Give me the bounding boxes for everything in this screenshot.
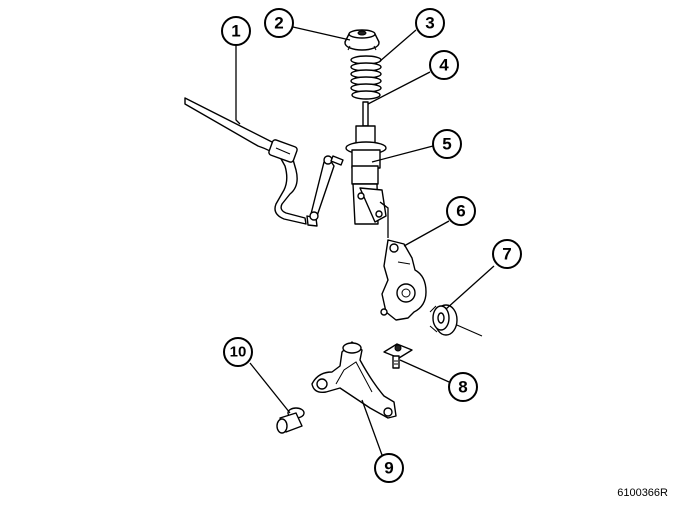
stabilizer-link — [309, 155, 344, 221]
callout-6: 6 — [446, 196, 476, 226]
lower-control-arm — [311, 341, 397, 419]
callout-1: 1 — [221, 16, 251, 46]
callout-3: 3 — [415, 8, 445, 38]
callout-label: 5 — [442, 135, 451, 154]
callout-8: 8 — [448, 372, 478, 402]
callout-label: 3 — [425, 14, 434, 33]
leader-lines — [235, 26, 495, 456]
callout-label: 8 — [458, 378, 467, 397]
callout-label: 1 — [231, 22, 240, 41]
strut-mount — [344, 29, 380, 51]
figure-code: 6100366R — [617, 487, 668, 499]
callout-label: 9 — [384, 459, 393, 478]
ball-joint — [383, 343, 413, 369]
steering-knuckle — [380, 239, 427, 321]
shock-absorber-strut — [345, 101, 387, 225]
callout-5: 5 — [432, 129, 462, 159]
callout-label: 6 — [456, 202, 465, 221]
wheel-hub-bearing — [429, 304, 483, 337]
callout-7: 7 — [492, 239, 522, 269]
callout-9: 9 — [374, 453, 404, 483]
callout-label: 7 — [502, 245, 511, 264]
callout-4: 4 — [429, 50, 459, 80]
callout-10: 10 — [223, 337, 253, 367]
callout-label: 4 — [439, 56, 449, 75]
callout-2: 2 — [264, 8, 294, 38]
bushing — [276, 407, 305, 434]
coil-spring — [350, 55, 382, 100]
stabilizer-bar — [184, 97, 318, 227]
callout-label: 10 — [230, 344, 247, 361]
callout-label: 2 — [274, 14, 283, 33]
